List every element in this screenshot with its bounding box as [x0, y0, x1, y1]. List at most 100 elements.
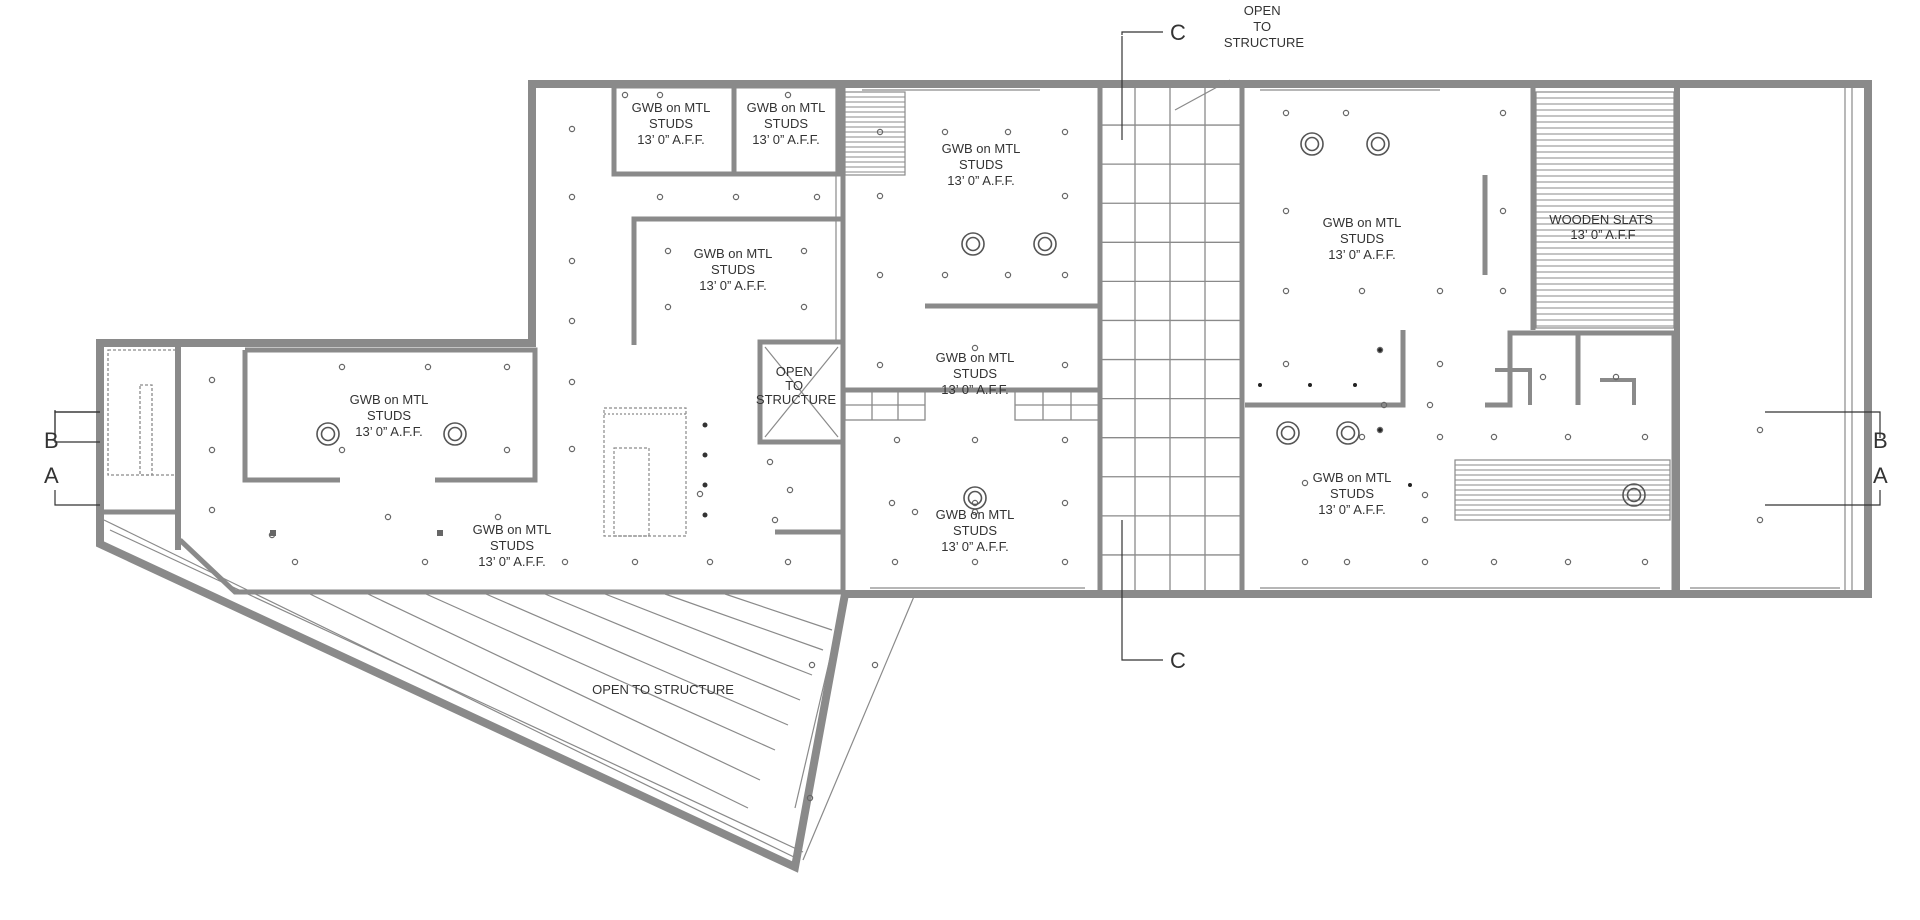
fixture-dot [568, 445, 576, 453]
fixture-dot [696, 490, 704, 498]
bench-grids [107, 349, 1101, 476]
fixture-dot [568, 317, 576, 325]
fixture-dot-solid [1408, 483, 1412, 487]
fixture-dot [338, 446, 346, 454]
ceiling-finish-label-line: GWB on MTL [1323, 215, 1402, 230]
fixture-dot [706, 558, 714, 566]
round-light-inner [447, 426, 463, 442]
fixture-dot [1490, 433, 1498, 441]
section-marker-right: B A [1765, 411, 1888, 506]
fixture-dot [424, 363, 432, 371]
open-to-structure-bottom-label: OPEN TO STRUCTURE [592, 682, 734, 697]
round-light-inner [1370, 136, 1386, 152]
round-light-inner [1340, 425, 1356, 441]
round-lights [316, 132, 1646, 510]
fixture-dot [208, 506, 216, 514]
ceiling-finish-label-line: GWB on MTL [942, 141, 1021, 156]
fixture-dot [1004, 271, 1012, 279]
slat-strip-lower-right [1454, 459, 1671, 521]
fixture-dot [338, 363, 346, 371]
fixture-dot [784, 558, 792, 566]
ceiling-finish-label-line: STUDS [953, 523, 997, 538]
fixture-dot [893, 436, 901, 444]
fixture-dot [1756, 516, 1764, 524]
fixture-dot [656, 193, 664, 201]
fixture-dot [568, 378, 576, 386]
fixture-dot [1564, 558, 1572, 566]
ceiling-finish-label-line: STUDS [1340, 231, 1384, 246]
fixture-dot [800, 303, 808, 311]
fixture-dot [1564, 433, 1572, 441]
walkway-grid [1099, 85, 1243, 595]
fixture-dot-solid [1378, 348, 1382, 352]
fixture-dot [941, 128, 949, 136]
round-light-outer [443, 422, 467, 446]
ceiling-finish-label-line: 13’ 0” A.F.F. [355, 424, 422, 439]
ceiling-finish-label-line: 13’ 0” A.F.F. [699, 278, 766, 293]
fixture-dot [1061, 128, 1069, 136]
ceiling-finish-label-line: GWB on MTL [1313, 470, 1392, 485]
round-light-outer [1300, 132, 1324, 156]
ceiling-finish-label-line: 13’ 0” A.F.F. [637, 132, 704, 147]
fixture-dot [503, 446, 511, 454]
fixture-dot [971, 436, 979, 444]
round-light-outer [1336, 421, 1360, 445]
fixture-dot [503, 363, 511, 371]
ceiling-finish-label-line: 13’ 0” A.F.F. [941, 382, 1008, 397]
fixture-dot [664, 303, 672, 311]
fixture-dot [808, 661, 816, 669]
fixture-dot [1756, 426, 1764, 434]
ceiling-finish-label-line: STUDS [953, 366, 997, 381]
fixture-dot [813, 193, 821, 201]
fixture-dot [1426, 401, 1434, 409]
fixture-dot [1376, 346, 1384, 354]
fixture-dot [621, 91, 629, 99]
fixture-dot [1436, 287, 1444, 295]
ceiling-finish-label-line: STUDS [1330, 486, 1374, 501]
fixture-dot-solid [702, 422, 708, 428]
fixture-dot [1421, 516, 1429, 524]
fixture-dot [1421, 491, 1429, 499]
slat-strip-top [844, 91, 906, 176]
fixture-dot [786, 486, 794, 494]
section-c-bottom: C [1170, 648, 1186, 673]
ceiling-finish-label-line: STUDS [649, 116, 693, 131]
fixture-dot [800, 247, 808, 255]
section-marker-left: B A [44, 410, 100, 506]
fixture-dot [1301, 479, 1309, 487]
fixture-dot [1301, 558, 1309, 566]
fixture-dot [971, 499, 979, 507]
fixture-dot [1282, 287, 1290, 295]
ceiling-finish-label-line: 13’ 0” A.F.F. [478, 554, 545, 569]
open-structure-beams [309, 593, 846, 809]
section-a-right: A [1873, 463, 1888, 488]
fixture-dot [876, 271, 884, 279]
ceiling-finish-label-line: GWB on MTL [473, 522, 552, 537]
ceiling-finish-label-line: GWB on MTL [694, 246, 773, 261]
fixture-dot [664, 247, 672, 255]
fixture-dot [876, 361, 884, 369]
fixture-dot [871, 661, 879, 669]
round-light-inner [1037, 236, 1053, 252]
ceiling-finish-label-line: 13’ 0” A.F.F. [1328, 247, 1395, 262]
fixture-dot [971, 558, 979, 566]
ceiling-finish-label-line: STUDS [764, 116, 808, 131]
round-light-inner [1280, 425, 1296, 441]
fixture-dot [1061, 271, 1069, 279]
fixture-dot [1490, 558, 1498, 566]
fixture-dot [1499, 207, 1507, 215]
ceiling-finish-label-line: GWB on MTL [350, 392, 429, 407]
wooden-slats-label: WOODEN SLATS 13’ 0” A.F.F [1549, 212, 1656, 242]
fixture-dot [1282, 109, 1290, 117]
wooden-slats-area [1535, 91, 1675, 329]
fixture-dot [1376, 426, 1384, 434]
fixture-dot [1358, 433, 1366, 441]
fixture-dot [941, 271, 949, 279]
fixture-dot [732, 193, 740, 201]
fixture-dot-solid [1353, 383, 1357, 387]
